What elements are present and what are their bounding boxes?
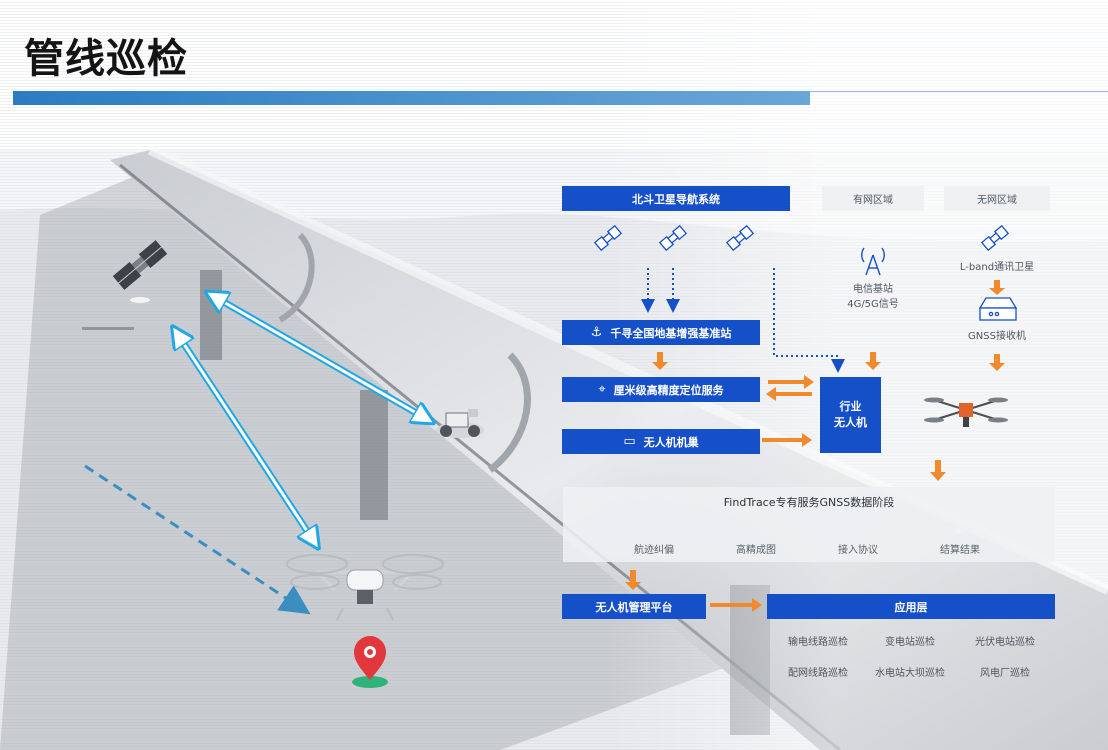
cm-positioning-box: ⌖ 厘米级高精度定位服务 xyxy=(562,377,760,402)
application-item: 风电厂巡检 xyxy=(980,668,1030,679)
findtrace-panel-title: FindTrace专有服务GNSS数据阶段 xyxy=(723,496,895,509)
beidou-label: 北斗卫星导航系统 xyxy=(632,192,720,206)
gnss-receiver-label: GNSS接收机 xyxy=(968,331,1026,342)
cm-positioning-label: 厘米级高精度定位服务 xyxy=(613,383,724,397)
application-layer-box: 应用层 xyxy=(767,594,1055,619)
drone-platform-label: 无人机管理平台 xyxy=(595,600,673,614)
title-underline-line xyxy=(810,91,1108,92)
industry-drone-line2: 无人机 xyxy=(834,416,867,429)
location-pin-icon: ⌖ xyxy=(598,382,606,397)
industry-drone-line1: 行业 xyxy=(839,400,862,413)
tower-icon xyxy=(861,247,885,276)
application-item: 输电线路巡检 xyxy=(788,637,848,648)
title-underline-bar xyxy=(13,91,810,105)
application-item: 光伏电站巡检 xyxy=(975,637,1035,648)
application-layer-label: 应用层 xyxy=(894,600,928,614)
window-icon: ▭ xyxy=(623,434,636,449)
satellite-icon xyxy=(593,224,623,252)
zone-no-network-label: 无网区域 xyxy=(944,186,1050,211)
lband-satellite-label: L-band通讯卫星 xyxy=(959,262,1035,273)
drone-nest-box: ▭ 无人机机巢 xyxy=(562,429,760,454)
findtrace-item: 结算结果 xyxy=(940,545,980,556)
zone-network-label: 有网区域 xyxy=(822,186,924,211)
drone-nest-label: 无人机机巢 xyxy=(643,435,699,449)
cors-station-box: ⚓ 千寻全国地基增强基准站 xyxy=(562,320,760,345)
application-item: 配网线路巡检 xyxy=(788,668,848,679)
findtrace-item: 接入协议 xyxy=(838,545,878,556)
receiver-icon xyxy=(978,297,1018,321)
satellite-icon xyxy=(980,224,1010,252)
findtrace-panel: FindTrace专有服务GNSS数据阶段 航迹纠偏 高精成图 接入协议 结算结… xyxy=(563,487,1055,562)
industry-drone-box: 行业 无人机 xyxy=(820,377,881,453)
satellite-image xyxy=(112,240,168,290)
application-item: 水电站大坝巡检 xyxy=(875,668,945,679)
drone-icon xyxy=(924,397,1008,427)
base-station-signal: 4G/5G信号 xyxy=(847,299,899,310)
crawler-robot-image xyxy=(436,409,484,438)
findtrace-item: 航迹纠偏 xyxy=(634,545,674,556)
drone-image xyxy=(286,554,444,621)
cors-station-label: 千寻全国地基增强基准站 xyxy=(610,326,732,340)
satellite-icon xyxy=(658,224,688,252)
application-item: 变电站巡检 xyxy=(885,637,935,648)
anchor-icon: ⚓ xyxy=(590,325,603,340)
base-station-label: 电信基站 xyxy=(853,284,893,295)
satellite-icon xyxy=(725,224,755,252)
location-pin-icon xyxy=(352,636,388,688)
page-title: 管线巡检 xyxy=(24,36,188,82)
beidou-box: 北斗卫星导航系统 xyxy=(562,186,790,211)
findtrace-item: 高精成图 xyxy=(736,545,776,556)
drone-platform-box: 无人机管理平台 xyxy=(562,594,706,619)
